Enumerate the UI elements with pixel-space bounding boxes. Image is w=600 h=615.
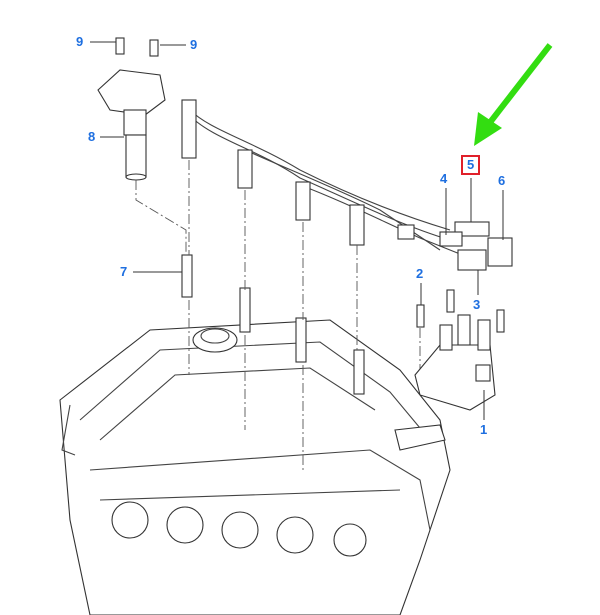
callout-7: 7 [120, 264, 128, 279]
coil-pack-1 [414, 289, 505, 411]
callout-6: 6 [498, 173, 506, 188]
ht-leads [181, 99, 513, 271]
cylinder-head [59, 319, 451, 615]
callout-1: 1 [480, 422, 488, 437]
green-pointer-arrow [474, 43, 553, 146]
callout-4: 4 [440, 171, 448, 186]
callout-2: 2 [416, 266, 424, 281]
callout-9-left: 9 [76, 34, 84, 49]
callout-3: 3 [473, 297, 481, 312]
ignition-coil-8 [97, 37, 166, 181]
callout-8: 8 [88, 129, 96, 144]
spark-plugs-7 [181, 254, 365, 395]
callout-5-highlighted: 5 [461, 155, 481, 175]
callout-9-right: 9 [190, 37, 198, 52]
